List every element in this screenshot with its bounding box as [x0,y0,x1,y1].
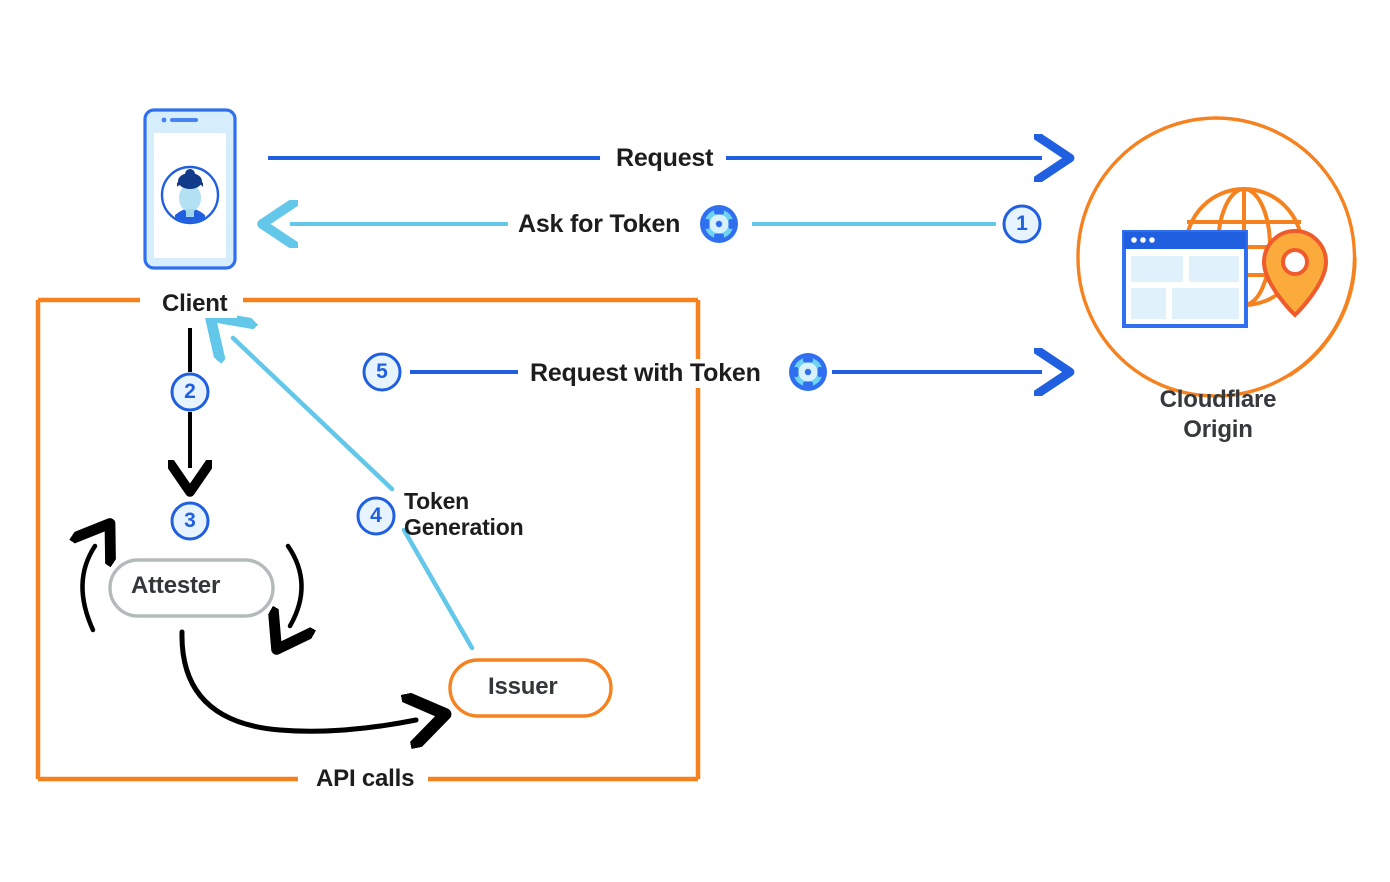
step-number-5: 5 [376,360,388,383]
group-label-api-calls: API calls [306,765,425,793]
flow-token-generation-arrow [233,338,475,651]
step-number-2: 2 [184,380,196,403]
issuer-node[interactable] [448,658,613,718]
flow-label-token-generation: Token Generation [404,488,524,540]
step-circle-3 [170,501,210,541]
step-circle-1 [1002,204,1042,244]
node-label-attester: Attester [131,572,221,599]
cloudflare-origin-icon [1076,116,1357,398]
node-label-cloudflare-origin: Cloudflare Origin [1159,386,1277,443]
token-badge-icon-request [789,353,827,391]
flow-attester-curves [82,546,416,731]
flow-label-ask-for-token: Ask for Token [512,210,687,239]
location-pin-icon [1261,228,1329,318]
mobile-phone-user-icon [143,108,237,270]
step-number-4: 4 [370,504,382,527]
step-circle-5 [362,352,402,392]
attester-node[interactable] [108,558,275,618]
browser-window-icon [1122,230,1248,328]
token-badge-icon-ask [700,205,738,243]
group-label-client: Client [152,290,238,318]
flow-label-request: Request [608,144,722,173]
node-label-issuer: Issuer [488,673,558,700]
step-number-1: 1 [1016,212,1028,235]
step-number-3: 3 [184,509,196,532]
flow-label-request-with-token: Request with Token [524,359,767,388]
step-circle-4 [356,496,396,536]
step-circle-2 [170,372,210,412]
